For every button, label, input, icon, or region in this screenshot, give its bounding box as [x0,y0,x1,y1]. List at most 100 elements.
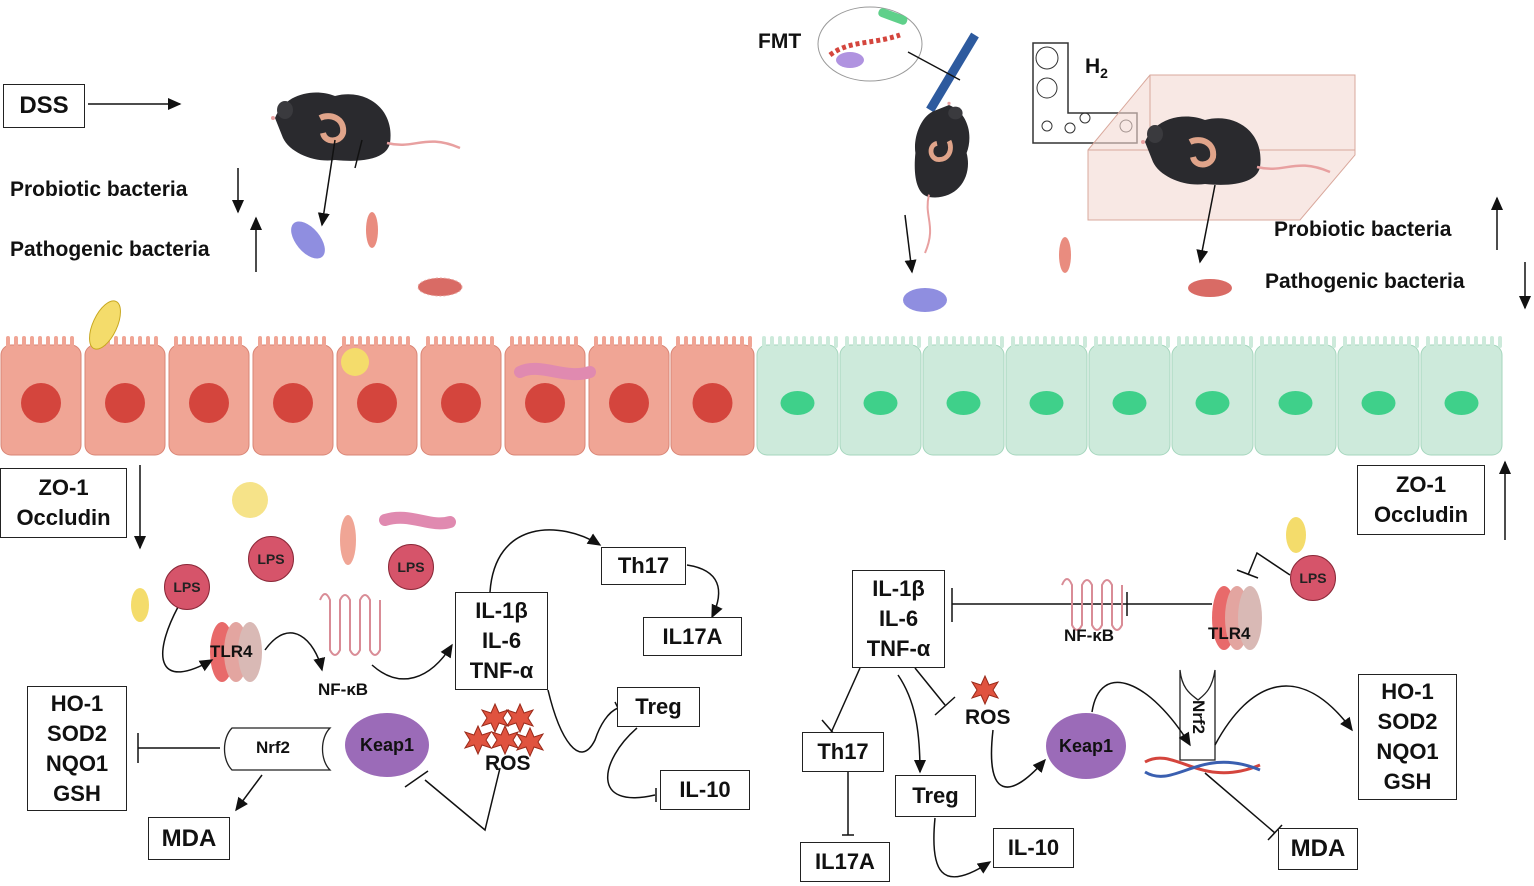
microvillus [542,336,546,348]
nucleus [357,383,397,423]
lps-circle: LPS [248,536,294,582]
microvillus [618,336,622,348]
microvillus [861,336,865,348]
microvillus [1375,336,1379,348]
microvillus [732,336,736,348]
left-nrf2-label: Nrf2 [256,738,291,757]
microvillus [1193,336,1197,348]
microvillus [1075,336,1079,348]
nucleus [863,391,898,415]
microvillus [1450,336,1454,348]
microvillus [936,336,940,348]
microvillus [1308,336,1312,348]
right-il10-box: IL-10 [993,828,1074,868]
microvillus [1268,336,1272,348]
microvillus [382,336,386,348]
sod2-label: SOD2 [47,720,107,746]
microvillus [1134,336,1138,348]
microvillus [1177,336,1181,348]
microvillus [534,336,538,348]
microvillus [802,336,806,348]
left-ros-label: ROS [485,752,531,775]
zo1-label: ZO-1 [38,475,89,500]
nucleus [1278,391,1313,415]
microvillus [1166,336,1170,348]
tnfa-label: TNF-α [866,636,931,661]
nucleus [1444,391,1479,415]
h2-subscript: 2 [1100,65,1108,82]
microvillus [1415,336,1419,348]
h2-label: H2 [1085,55,1108,81]
microvillus [778,336,782,348]
microvillus [358,336,362,348]
right-mda-box: MDA [1278,828,1358,870]
left-probiotic-label: Probiotic bacteria [10,178,188,201]
microvillus [1051,336,1055,348]
left-il17a-box: IL17A [643,617,742,656]
bacteria-icon [341,348,369,376]
microvillus [1209,336,1213,348]
il6-label: IL-6 [481,628,522,653]
microvillus [845,336,849,348]
epithelial-cell-layer [0,336,1503,456]
microvillus [1490,336,1494,348]
microvillus [146,336,150,348]
microvillus [1260,336,1264,348]
occludin-label: Occludin [1373,502,1469,527]
microvillus [716,336,720,348]
il1b-label: IL-1β [872,576,925,601]
nucleus [1361,391,1396,415]
microvillus [794,336,798,348]
microvillus [1011,336,1015,348]
microvillus [1019,336,1023,348]
right-tlr4-label: TLR4 [1208,624,1251,643]
lps-circle: LPS [1290,555,1336,601]
microvillus [1083,336,1087,348]
microvillus [518,336,522,348]
microvillus [748,336,752,348]
microvillus [1284,336,1288,348]
dss-label: DSS [19,92,69,119]
microvillus [1059,336,1063,348]
right-th17-box: Th17 [802,732,884,772]
microvillus [138,336,142,348]
microvillus [1233,336,1237,348]
microvillus [1158,336,1162,348]
microvillus [634,336,638,348]
microvillus [190,336,194,348]
microvillus [684,336,688,348]
microvillus [374,336,378,348]
microvillus [692,336,696,348]
microvillus [114,336,118,348]
microvillus [917,336,921,348]
microvillus [14,336,18,348]
bacteria-icon [291,221,325,259]
il1b-label: IL-1β [475,598,528,623]
microvillus [222,336,226,348]
nfkb-receptor-icon [319,593,381,656]
tlr4-receptor-icon [210,622,262,682]
microvillus [1458,336,1462,348]
microvillus [708,336,712,348]
nfkb-receptor-icon [1061,578,1123,631]
right-ros-label: ROS [965,706,1011,729]
microvillus [1118,336,1122,348]
microvillus [122,336,126,348]
ros-icon [971,675,999,705]
left-keap1: Keap1 [345,713,429,777]
lps-circle: LPS [388,544,434,590]
bacteria-icon [89,300,121,350]
microvillus [676,336,680,348]
nucleus [1029,391,1064,415]
left-pathogenic-label: Pathogenic bacteria [10,238,210,261]
microvillus [626,336,630,348]
right-il17a-box: IL17A [800,842,890,882]
microvillus [826,336,830,348]
il6-label: IL-6 [878,606,919,631]
microvillus [22,336,26,348]
microvillus [6,336,10,348]
microvillus [1276,336,1280,348]
microvillus [700,336,704,348]
